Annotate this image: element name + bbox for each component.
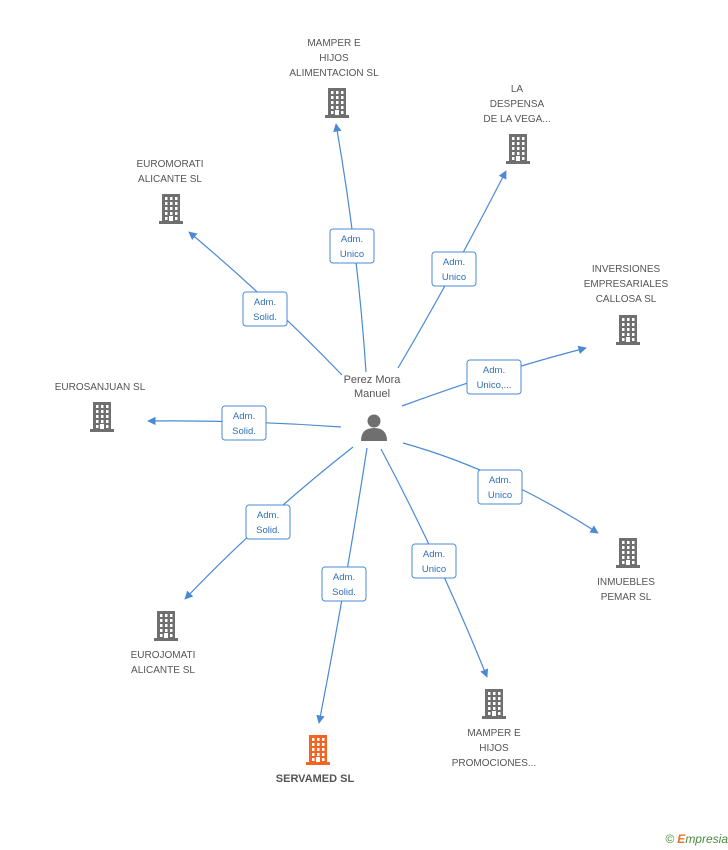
company-name-line: PROMOCIONES... bbox=[452, 758, 536, 769]
relation-label: Unico bbox=[340, 249, 364, 260]
company-name-line: CALLOSA SL bbox=[596, 294, 657, 305]
relation-box-servamed: Adm. Solid. bbox=[321, 566, 367, 602]
person-name-line: Manuel bbox=[354, 388, 390, 400]
company-name-line: EUROMORATI bbox=[136, 159, 203, 170]
company-name-line: DE LA VEGA... bbox=[483, 114, 550, 125]
relation-label: Unico,... bbox=[477, 380, 512, 391]
company-name-line: DESPENSA bbox=[490, 99, 545, 110]
company-name-line: ALIMENTACION SL bbox=[289, 68, 379, 79]
person-name-line: Perez Mora bbox=[344, 374, 402, 386]
building-icon[interactable] bbox=[325, 88, 349, 118]
brand-initial: E bbox=[677, 832, 686, 846]
company-name-line: INVERSIONES bbox=[592, 264, 661, 275]
relation-label: Solid. bbox=[253, 312, 277, 323]
relation-box-inmuebles-pemar: Adm. Unico bbox=[477, 469, 523, 505]
relation-label: Adm. bbox=[341, 234, 363, 245]
relation-box-euromorati: Adm. Solid. bbox=[242, 291, 288, 327]
company-name-line: ALICANTE SL bbox=[131, 665, 195, 676]
relation-label: Adm. bbox=[254, 297, 276, 308]
building-icon[interactable] bbox=[306, 735, 330, 765]
company-name-line: PEMAR SL bbox=[601, 592, 652, 603]
relation-label: Solid. bbox=[232, 426, 256, 437]
company-label-la-despensa[interactable]: LA DESPENSA DE LA VEGA... bbox=[483, 84, 550, 125]
building-icon[interactable] bbox=[482, 689, 506, 719]
relation-label: Adm. bbox=[423, 549, 445, 560]
building-icon[interactable] bbox=[616, 538, 640, 568]
company-name-line: EMPRESARIALES bbox=[584, 279, 669, 290]
company-name-line: HIJOS bbox=[319, 53, 349, 64]
relation-label: Adm. bbox=[483, 365, 505, 376]
company-name-line: HIJOS bbox=[479, 743, 509, 754]
relation-label: Unico bbox=[422, 564, 446, 575]
company-name-line: EUROJOMATI bbox=[131, 650, 196, 661]
company-name-line: MAMPER E bbox=[467, 728, 521, 739]
company-label-euromorati[interactable]: EUROMORATI ALICANTE SL bbox=[136, 159, 203, 185]
building-icon[interactable] bbox=[159, 194, 183, 224]
relation-box-inversiones-callosa: Adm. Unico,... bbox=[466, 359, 522, 395]
company-label-inmuebles-pemar[interactable]: INMUEBLES PEMAR SL bbox=[597, 577, 655, 603]
company-label-servamed[interactable]: SERVAMED SL bbox=[276, 773, 355, 785]
company-name-line: ALICANTE SL bbox=[138, 174, 202, 185]
brand-name: mpresia bbox=[685, 832, 728, 846]
relation-label: Unico bbox=[442, 272, 466, 283]
company-label-eurojomati[interactable]: EUROJOMATI ALICANTE SL bbox=[131, 650, 196, 676]
relation-box-mamper-promociones: Adm. Unico bbox=[411, 543, 457, 579]
relation-label: Adm. bbox=[233, 411, 255, 422]
building-icon[interactable] bbox=[90, 402, 114, 432]
person-icon bbox=[361, 414, 387, 441]
empresia-logo: ©Empresia bbox=[665, 832, 728, 846]
company-label-mamper-alimentacion[interactable]: MAMPER E HIJOS ALIMENTACION SL bbox=[289, 38, 379, 79]
relation-label: Adm. bbox=[489, 475, 511, 486]
relation-label: Unico bbox=[488, 490, 512, 501]
relation-box-eurosanjuan: Adm. Solid. bbox=[221, 405, 267, 441]
relation-label: Adm. bbox=[333, 572, 355, 583]
company-name-line: EUROSANJUAN SL bbox=[55, 382, 146, 393]
relation-box-eurojomati: Adm. Solid. bbox=[245, 504, 291, 540]
relation-label: Solid. bbox=[332, 587, 356, 598]
building-icon[interactable] bbox=[616, 315, 640, 345]
building-icon[interactable] bbox=[154, 611, 178, 641]
company-label-eurosanjuan[interactable]: EUROSANJUAN SL bbox=[55, 382, 146, 393]
company-name-line: MAMPER E bbox=[307, 38, 361, 49]
copyright-symbol: © bbox=[665, 832, 675, 846]
company-label-inversiones-callosa[interactable]: INVERSIONES EMPRESARIALES CALLOSA SL bbox=[584, 264, 669, 305]
relation-label: Solid. bbox=[256, 525, 280, 536]
company-name-line: LA bbox=[511, 84, 524, 95]
relation-box-la-despensa: Adm. Unico bbox=[431, 251, 477, 287]
relation-label: Adm. bbox=[257, 510, 279, 521]
company-label-mamper-promociones[interactable]: MAMPER E HIJOS PROMOCIONES... bbox=[452, 728, 536, 769]
company-name-line: INMUEBLES bbox=[597, 577, 655, 588]
company-name-line: SERVAMED SL bbox=[276, 773, 355, 785]
relation-box-mamper-alimentacion: Adm. Unico bbox=[329, 228, 375, 264]
building-icon[interactable] bbox=[506, 134, 530, 164]
relation-label: Adm. bbox=[443, 257, 465, 268]
